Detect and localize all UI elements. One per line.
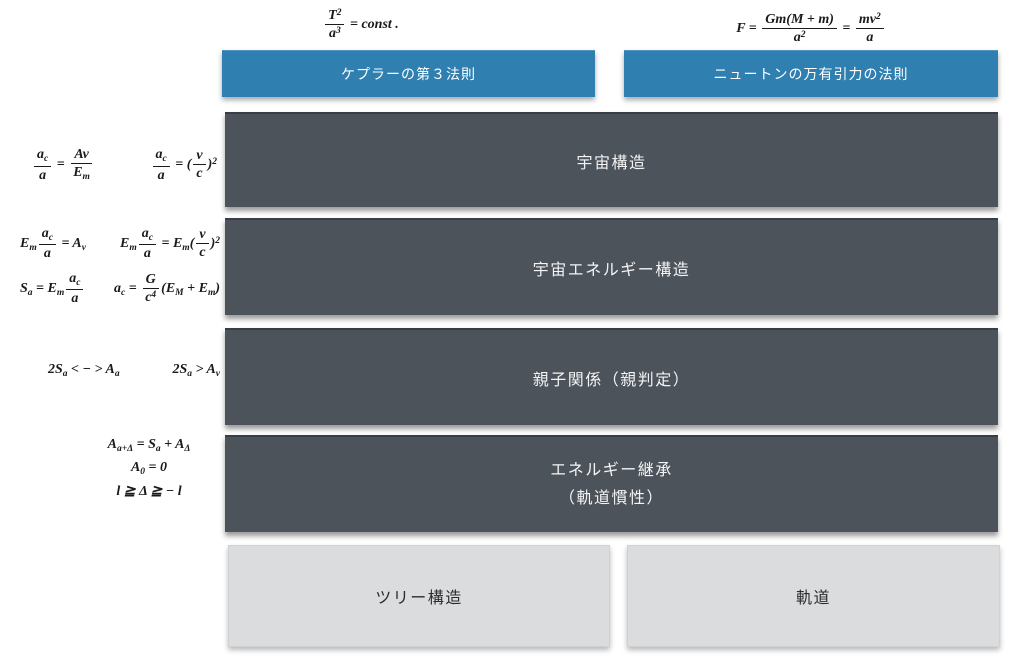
box-orbit-label: 軌道 bbox=[795, 590, 831, 607]
formula-2sa-aa: 2Sa < − > Aa bbox=[48, 362, 120, 379]
row-parent-child-relation: 親子関係（親判定） bbox=[225, 328, 998, 425]
row-energy-inheritance-label-line2: （軌道慣性） bbox=[558, 489, 664, 507]
formula-delta-range: l ≧ Δ ≧ − l bbox=[116, 483, 182, 499]
box-tree-structure: ツリー構造 bbox=[228, 545, 610, 647]
formula-energy-inheritance: Aa+Δ = Sa + AΔ bbox=[107, 437, 191, 454]
formula-a0-zero: A0 = 0 bbox=[130, 460, 168, 478]
box-tree-structure-label: ツリー構造 bbox=[375, 590, 463, 607]
row-energy-inheritance-label-line1: エネルギー継承 bbox=[550, 461, 673, 479]
row-space-energy-structure: 宇宙エネルギー構造 bbox=[225, 218, 998, 315]
header-kepler-law: ケプラーの第３法則 bbox=[222, 50, 595, 97]
row-space-structure: 宇宙構造 bbox=[225, 112, 998, 207]
header-newton-law-label: ニュートンの万有引力の法則 bbox=[713, 66, 909, 82]
row-space-structure-label: 宇宙構造 bbox=[576, 154, 647, 172]
header-newton-law: ニュートンの万有引力の法則 bbox=[624, 50, 998, 97]
row-parent-child-relation-label: 親子関係（親判定） bbox=[532, 371, 691, 389]
formulas-row3: 2Sa < − > Aa 2Sa > Av bbox=[48, 362, 220, 380]
header-kepler-law-label: ケプラーの第３法則 bbox=[341, 66, 476, 82]
formula-2sa-av: 2Sa > Av bbox=[172, 362, 220, 379]
formulas-row4: Aa+Δ = Sa + AΔ A0 = 0 l ≧ Δ ≧ − l bbox=[78, 437, 220, 501]
row-energy-inheritance: エネルギー継承 （軌道慣性） bbox=[225, 435, 998, 532]
row-space-energy-structure-label: 宇宙エネルギー構造 bbox=[532, 261, 691, 279]
box-orbit: 軌道 bbox=[627, 545, 1000, 647]
